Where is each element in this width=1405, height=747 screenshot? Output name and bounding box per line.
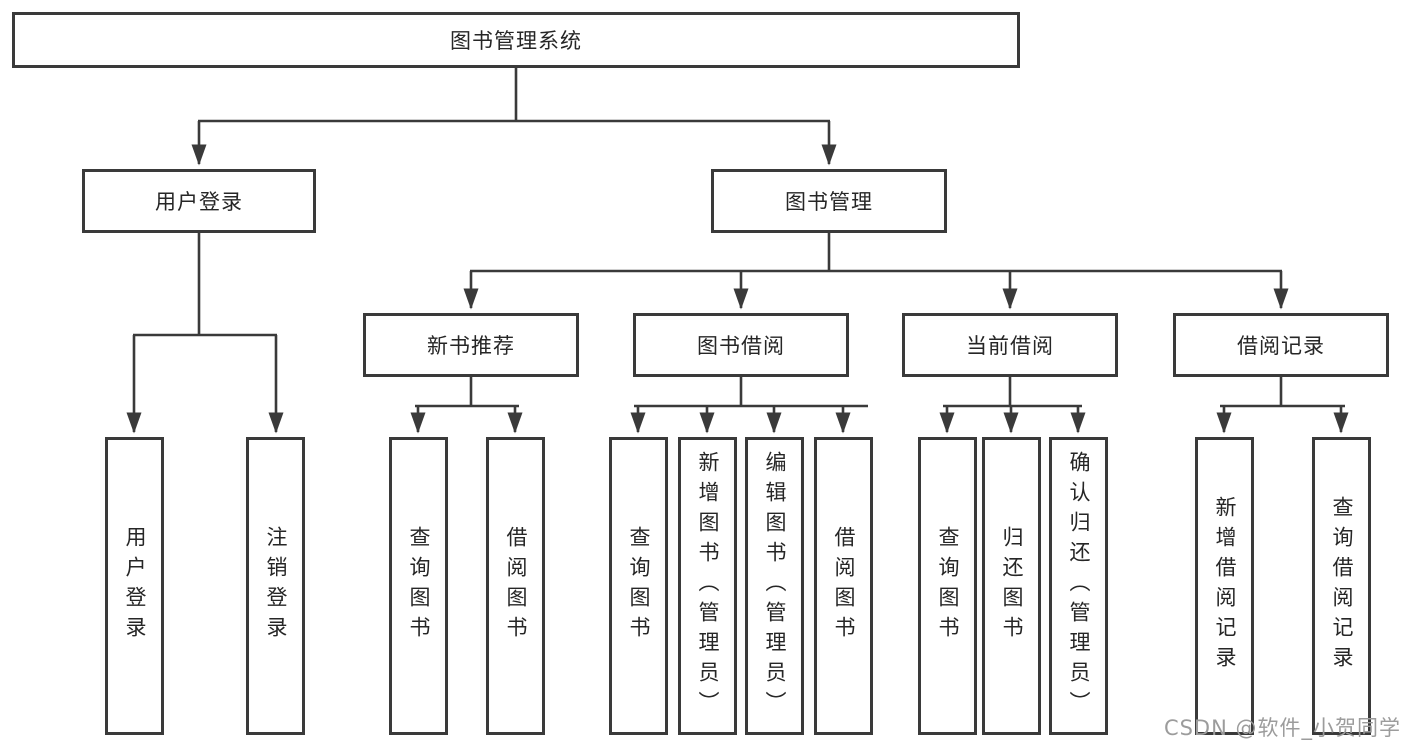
node-new-books: 新书推荐	[363, 313, 579, 377]
leaf-logout-label: 注销登录	[264, 526, 288, 646]
node-current-borrow: 当前借阅	[902, 313, 1118, 377]
leaf-new-books-borrow: 借阅图书	[486, 437, 545, 735]
leaf-new-books-query-label: 查询图书	[407, 526, 431, 646]
node-root: 图书管理系统	[12, 12, 1020, 68]
csdn-watermark: CSDN @软件_小贺同学	[1163, 716, 1401, 740]
leaf-book-borrow-add: 新增图书（管理员）	[678, 437, 737, 735]
node-borrow-records: 借阅记录	[1173, 313, 1389, 377]
connector-book-borrow-to-leaves	[630, 377, 868, 434]
node-book-mgmt: 图书管理	[711, 169, 947, 233]
leaf-book-borrow-edit: 编辑图书（管理员）	[745, 437, 804, 735]
connector-user-login-to-leaves	[126, 233, 284, 434]
leaf-records-add-label: 新增借阅记录	[1213, 496, 1237, 676]
leaf-book-borrow-edit-label: 编辑图书（管理员）	[763, 451, 787, 721]
node-book-borrow-label: 图书借阅	[697, 334, 785, 358]
leaf-records-query: 查询借阅记录	[1312, 437, 1371, 735]
leaf-records-query-label: 查询借阅记录	[1330, 496, 1354, 676]
leaf-book-borrow-add-label: 新增图书（管理员）	[696, 451, 720, 721]
leaf-user-login: 用户登录	[105, 437, 164, 735]
leaf-current-confirm: 确认归还（管理员）	[1049, 437, 1108, 735]
connector-current-borrow-to-leaves	[939, 377, 1086, 434]
leaf-book-borrow-borrow: 借阅图书	[814, 437, 873, 735]
connector-borrow-records-to-leaves	[1216, 377, 1349, 434]
connector-book-mgmt-to-level3	[463, 233, 1289, 310]
node-current-borrow-label: 当前借阅	[966, 334, 1054, 358]
node-user-login-label: 用户登录	[155, 190, 243, 214]
leaf-records-add: 新增借阅记录	[1195, 437, 1254, 735]
connector-new-books-to-leaves	[410, 377, 523, 434]
leaf-user-login-label: 用户登录	[123, 526, 147, 646]
leaf-current-confirm-label: 确认归还（管理员）	[1067, 451, 1091, 721]
node-borrow-records-label: 借阅记录	[1237, 334, 1325, 358]
leaf-current-return-label: 归还图书	[1000, 526, 1024, 646]
leaf-logout: 注销登录	[246, 437, 305, 735]
node-user-login: 用户登录	[82, 169, 316, 233]
connector-root-to-level2	[191, 68, 837, 166]
leaf-current-query-label: 查询图书	[936, 526, 960, 646]
leaf-current-return: 归还图书	[982, 437, 1041, 735]
leaf-new-books-borrow-label: 借阅图书	[504, 526, 528, 646]
leaf-current-query: 查询图书	[918, 437, 977, 735]
node-new-books-label: 新书推荐	[427, 334, 515, 358]
leaf-new-books-query: 查询图书	[389, 437, 448, 735]
node-book-borrow: 图书借阅	[633, 313, 849, 377]
leaf-book-borrow-query: 查询图书	[609, 437, 668, 735]
leaf-book-borrow-borrow-label: 借阅图书	[832, 526, 856, 646]
leaf-book-borrow-query-label: 查询图书	[627, 526, 651, 646]
node-book-mgmt-label: 图书管理	[785, 190, 873, 214]
node-root-label: 图书管理系统	[450, 29, 582, 53]
